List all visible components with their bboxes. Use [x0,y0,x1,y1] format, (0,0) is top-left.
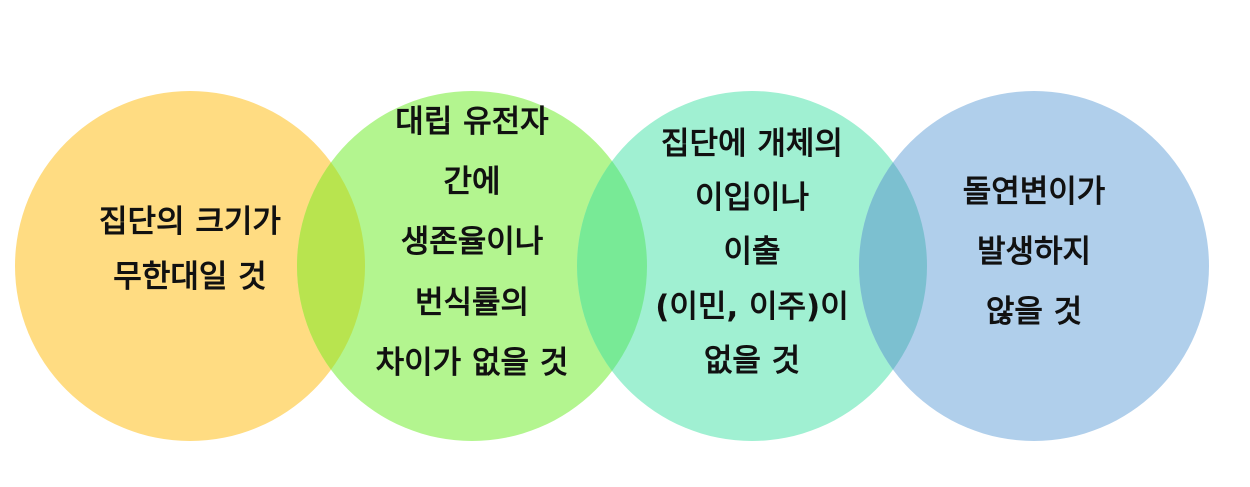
circle-no-migration [577,91,927,441]
circle-2-line-2: 간에 [443,164,501,201]
circle-2-line-4: 번식률의 [414,284,530,321]
circle-population-size [15,91,365,441]
circle-3-line-1: 집단에 개체의 [661,126,843,162]
circle-1-line-2: 무한대일 것 [113,259,267,296]
circle-1-label: 집단의 크기가 무한대일 것 [40,204,340,296]
circle-4-label: 돌연변이가 발생하지 않을 것 [884,174,1184,332]
circle-no-selection [297,91,647,441]
circle-4-line-2: 발생하지 [976,234,1092,271]
circle-3-line-4: (이민, 이주)이 [655,288,849,325]
circle-no-mutation [859,91,1209,441]
circle-3-line-2: 이입이나 [694,180,810,217]
circle-2-line-1: 대립 유전자 [395,104,549,140]
circle-3-label: 집단에 개체의 이입이나 이출 (이민, 이주)이 없을 것 [602,126,902,380]
circle-2-label: 대립 유전자 간에 생존율이나 번식률의 차이가 없을 것 [322,104,622,382]
circle-4-line-3: 않을 것 [985,294,1083,331]
circle-3-line-3: 이출 [723,234,781,271]
circle-3-line-5: 없을 것 [703,342,801,379]
circle-1-line-1: 집단의 크기가 [99,204,281,240]
circle-2-line-5: 차이가 없을 것 [375,344,569,381]
circle-4-line-1: 돌연변이가 [962,174,1106,210]
circle-2-line-3: 생존율이나 [400,224,544,261]
